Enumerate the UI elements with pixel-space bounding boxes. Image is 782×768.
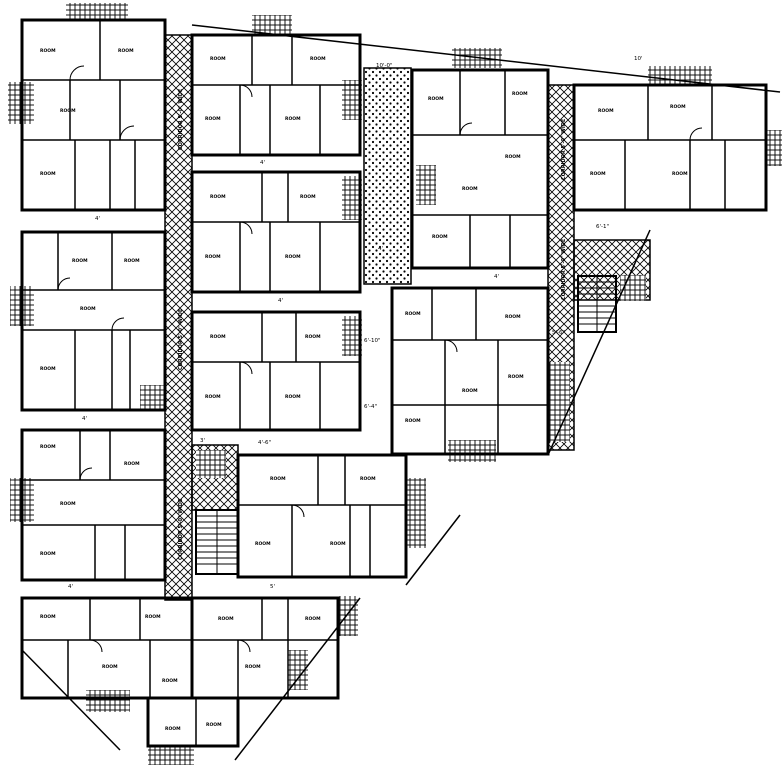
dimension-label: 4': [68, 584, 73, 590]
room-label: ROOM: [60, 108, 76, 114]
room-label: ROOM: [300, 194, 316, 200]
room-label: ROOM: [40, 366, 56, 372]
corridor-label: CORRIDOR 5'-0" WIDE: [178, 308, 184, 370]
corridor-label: CORRIDOR 5'-0" WIDE: [561, 238, 567, 300]
room-label: ROOM: [40, 614, 56, 620]
room-label: ROOM: [80, 306, 96, 312]
room-label: ROOM: [405, 311, 421, 317]
room-label: ROOM: [360, 476, 376, 482]
dimension-label: 4': [378, 246, 383, 252]
room-label: ROOM: [405, 418, 421, 424]
room-label: ROOM: [462, 388, 478, 394]
room-label: ROOM: [218, 616, 234, 622]
room-label: ROOM: [40, 171, 56, 177]
room-label: ROOM: [124, 461, 140, 467]
room-label: ROOM: [305, 616, 321, 622]
corridor-label: CORRIDOR 5'-0" WIDE: [178, 498, 184, 560]
room-label: ROOM: [432, 234, 448, 240]
room-label: ROOM: [40, 48, 56, 54]
room-label: ROOM: [512, 91, 528, 97]
dimension-label: 4'-6": [258, 440, 271, 446]
room-label: ROOM: [285, 254, 301, 260]
dimension-label: 3': [200, 438, 205, 444]
room-label: ROOM: [206, 722, 222, 728]
room-label: ROOM: [40, 444, 56, 450]
room-label: ROOM: [205, 254, 221, 260]
room-label: ROOM: [124, 258, 140, 264]
corridor-labels: CORRIDOR 5'-0" WIDE CORRIDOR 5'-0" WIDE …: [178, 88, 567, 560]
room-label: ROOM: [590, 171, 606, 177]
room-label: ROOM: [598, 108, 614, 114]
room-label: ROOM: [255, 541, 271, 547]
dimension-label: 5': [270, 584, 275, 590]
room-label: ROOM: [205, 394, 221, 400]
dimension-label: 10': [634, 56, 643, 62]
room-label: ROOM: [285, 394, 301, 400]
dimension-label: 4': [95, 216, 100, 222]
room-label: ROOM: [270, 476, 286, 482]
open-court: [363, 67, 412, 285]
dimension-label: 4': [82, 416, 87, 422]
room-label: ROOM: [102, 664, 118, 670]
room-label: ROOM: [145, 614, 161, 620]
corridor-label: CORRIDOR 5'-0" WIDE: [178, 88, 184, 150]
corridor-label: CORRIDOR 5'-0" WIDE: [561, 118, 567, 180]
room-label: ROOM: [428, 96, 444, 102]
dimension-label: 6'-4": [364, 404, 377, 410]
room-label: ROOM: [165, 726, 181, 732]
room-label: ROOM: [210, 194, 226, 200]
room-label: ROOM: [40, 551, 56, 557]
room-label: ROOM: [505, 154, 521, 160]
room-label: ROOM: [60, 501, 76, 507]
room-label: ROOM: [670, 104, 686, 110]
room-label: ROOM: [162, 678, 178, 684]
room-label: ROOM: [462, 186, 478, 192]
room-label: ROOM: [118, 48, 134, 54]
dimension-label: 4': [494, 274, 499, 280]
dimension-label: 6'-10": [364, 338, 381, 344]
dimension-label: 10'-0": [376, 63, 393, 69]
room-label: ROOM: [305, 334, 321, 340]
dimension-label: 6'-1": [596, 224, 609, 230]
room-label: ROOM: [205, 116, 221, 122]
room-label: ROOM: [72, 258, 88, 264]
room-label: ROOM: [310, 56, 326, 62]
dimensions: 10'-0" 4' 6'-10" 6'-4" 4'-6" 5'-6" 6'-1"…: [68, 56, 643, 590]
door-swings: [57, 65, 703, 653]
room-label: ROOM: [505, 314, 521, 320]
room-label: ROOM: [245, 664, 261, 670]
room-label: ROOM: [210, 334, 226, 340]
room-label: ROOM: [210, 56, 226, 62]
room-label: ROOM: [330, 541, 346, 547]
dimension-label: 5'-6": [552, 330, 565, 336]
room-label: ROOM: [285, 116, 301, 122]
dimension-label: 4': [260, 160, 265, 166]
room-label: ROOM: [508, 374, 524, 380]
dimension-label: 4': [278, 298, 283, 304]
room-label: ROOM: [672, 171, 688, 177]
room-labels: ROOM ROOM ROOM ROOM ROOM ROOM ROOM ROOM …: [40, 48, 688, 732]
apartment-walls: [20, 18, 768, 748]
